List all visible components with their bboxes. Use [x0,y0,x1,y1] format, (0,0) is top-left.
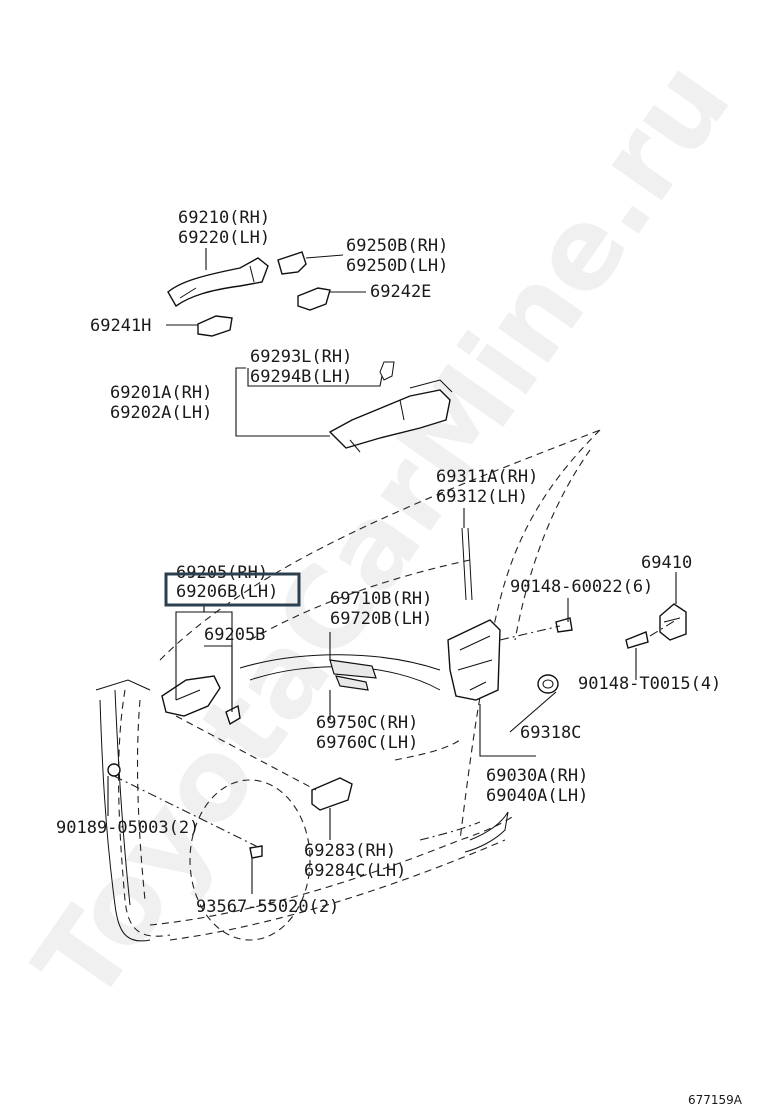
inside-handle-part [161,675,241,726]
label-69250B[interactable]: 69250B(RH) [346,236,448,256]
label-69210[interactable]: 69210(RH) [178,208,270,228]
label-90148-60022[interactable]: 90148-60022(6) [510,577,653,597]
label-90189-05003[interactable]: 90189-05003(2) [56,818,199,838]
label-69205B[interactable]: 69205B [204,625,265,645]
screw-parts [107,617,649,859]
label-69318C[interactable]: 69318C [520,723,581,743]
part-labels: 69210(RH) 69220(LH) 69250B(RH) 69250D(LH… [56,208,721,917]
inner-cover-part [311,777,353,811]
label-69040A[interactable]: 69040A(LH) [486,786,588,806]
label-69202A[interactable]: 69202A(LH) [110,403,212,423]
label-69311A[interactable]: 69311A(RH) [436,467,538,487]
label-93567-55020[interactable]: 93567-55020(2) [196,897,339,917]
label-69030A[interactable]: 69030A(RH) [486,766,588,786]
outside-handle-part [167,257,269,308]
label-69201A[interactable]: 69201A(RH) [110,383,212,403]
label-69250D[interactable]: 69250D(LH) [346,256,448,276]
cable-assembly-part [239,654,441,691]
label-69206B[interactable]: 69206B(LH) [176,582,278,602]
label-69294B[interactable]: 69294B(LH) [250,367,352,387]
handle-frame-part [328,361,453,453]
door-outline [95,429,601,942]
label-90148-T0015[interactable]: 90148-T0015(4) [578,674,721,694]
figure-code: 677159A [688,1093,743,1107]
label-69720B[interactable]: 69720B(LH) [330,609,432,629]
label-69293L[interactable]: 69293L(RH) [250,347,352,367]
label-69241H[interactable]: 69241H [90,316,151,336]
handle-cover-part [277,251,307,275]
leader-lines [107,248,677,894]
label-69750C[interactable]: 69750C(RH) [316,713,418,733]
label-69220[interactable]: 69220(LH) [178,228,270,248]
lock-rod-part [461,527,473,601]
label-69284C[interactable]: 69284C(LH) [304,861,406,881]
front-pad-part [197,315,233,337]
label-69710B[interactable]: 69710B(RH) [330,589,432,609]
label-69283[interactable]: 69283(RH) [304,841,396,861]
label-69242E[interactable]: 69242E [370,282,431,302]
highlight-box [164,572,301,607]
label-69312[interactable]: 69312(LH) [436,487,528,507]
handle-pad-part [297,287,331,311]
door-lock-part [447,619,501,701]
label-69760C[interactable]: 69760C(LH) [316,733,418,753]
label-69410[interactable]: 69410 [641,553,692,573]
lock-cover-part [537,674,559,694]
